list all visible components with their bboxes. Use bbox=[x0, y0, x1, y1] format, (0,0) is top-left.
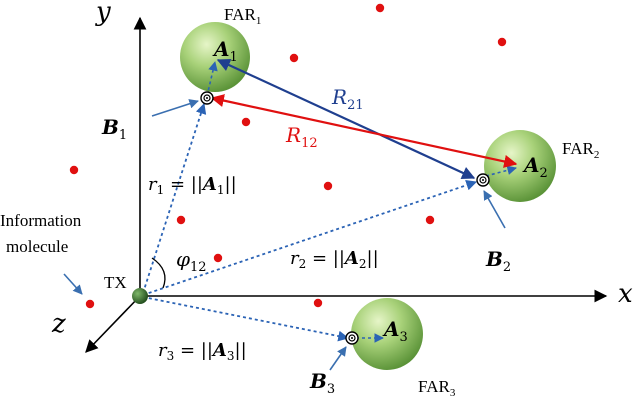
far-2-label: FAR2 bbox=[562, 139, 599, 161]
r3-dashed-line bbox=[142, 296, 350, 342]
r21-label: R21 bbox=[331, 85, 364, 113]
molecule-pointer-arrow bbox=[63, 273, 83, 295]
r21-arrow bbox=[216, 58, 476, 180]
z-axis-label: z bbox=[51, 309, 66, 339]
molecule-dot bbox=[425, 215, 435, 225]
molecule-dot bbox=[289, 53, 299, 63]
b3-point bbox=[345, 331, 359, 345]
molecule-label-line1: Information bbox=[0, 211, 82, 230]
a3-label: A3 bbox=[382, 317, 408, 345]
molecule-label-line2: molecule bbox=[6, 237, 68, 256]
a1-label: A1 bbox=[212, 37, 238, 65]
molecule-dot bbox=[85, 299, 95, 309]
molecule-dots bbox=[69, 3, 507, 309]
b1-pointer-arrow bbox=[151, 99, 199, 117]
tx-sphere bbox=[132, 288, 148, 304]
molecule-dot bbox=[241, 117, 251, 127]
phi-angle-arc bbox=[151, 257, 166, 289]
b2-point bbox=[476, 173, 490, 187]
molecule-dot bbox=[313, 298, 323, 308]
b2-a2-dashed bbox=[485, 165, 517, 177]
b1-point bbox=[200, 91, 214, 105]
r1-label: r1 = ||A1|| bbox=[148, 174, 237, 197]
far-1-label: FAR1 bbox=[224, 5, 261, 27]
molecule-dot bbox=[497, 37, 507, 47]
x-axis-label: x bbox=[618, 279, 633, 309]
b3-pointer-arrow bbox=[329, 346, 347, 371]
z-axis bbox=[85, 295, 141, 353]
molecule-dot bbox=[176, 215, 186, 225]
far-3-label: FAR3 bbox=[418, 377, 456, 399]
tx-label: TX bbox=[104, 273, 127, 292]
y-axis-label: y bbox=[95, 0, 111, 27]
r2-dashed-line bbox=[142, 180, 478, 296]
r12-arrow bbox=[210, 94, 518, 168]
molecule-dot bbox=[69, 165, 79, 175]
r3-label: r3 = ||A3|| bbox=[158, 340, 247, 363]
molecule-dot bbox=[375, 3, 385, 13]
far-3-sphere bbox=[351, 298, 423, 370]
a2-label: A2 bbox=[522, 153, 548, 181]
molecule-dot bbox=[323, 181, 333, 191]
r2-label: r2 = ||A2|| bbox=[290, 248, 379, 271]
b3-label: B3 bbox=[309, 369, 335, 397]
b1-label: B1 bbox=[101, 115, 127, 143]
molecule-dot bbox=[213, 253, 223, 263]
phi-label: φ12 bbox=[176, 247, 207, 275]
r12-label: R12 bbox=[285, 123, 318, 151]
b2-pointer-arrow bbox=[483, 190, 506, 229]
b2-label: B2 bbox=[485, 247, 511, 275]
